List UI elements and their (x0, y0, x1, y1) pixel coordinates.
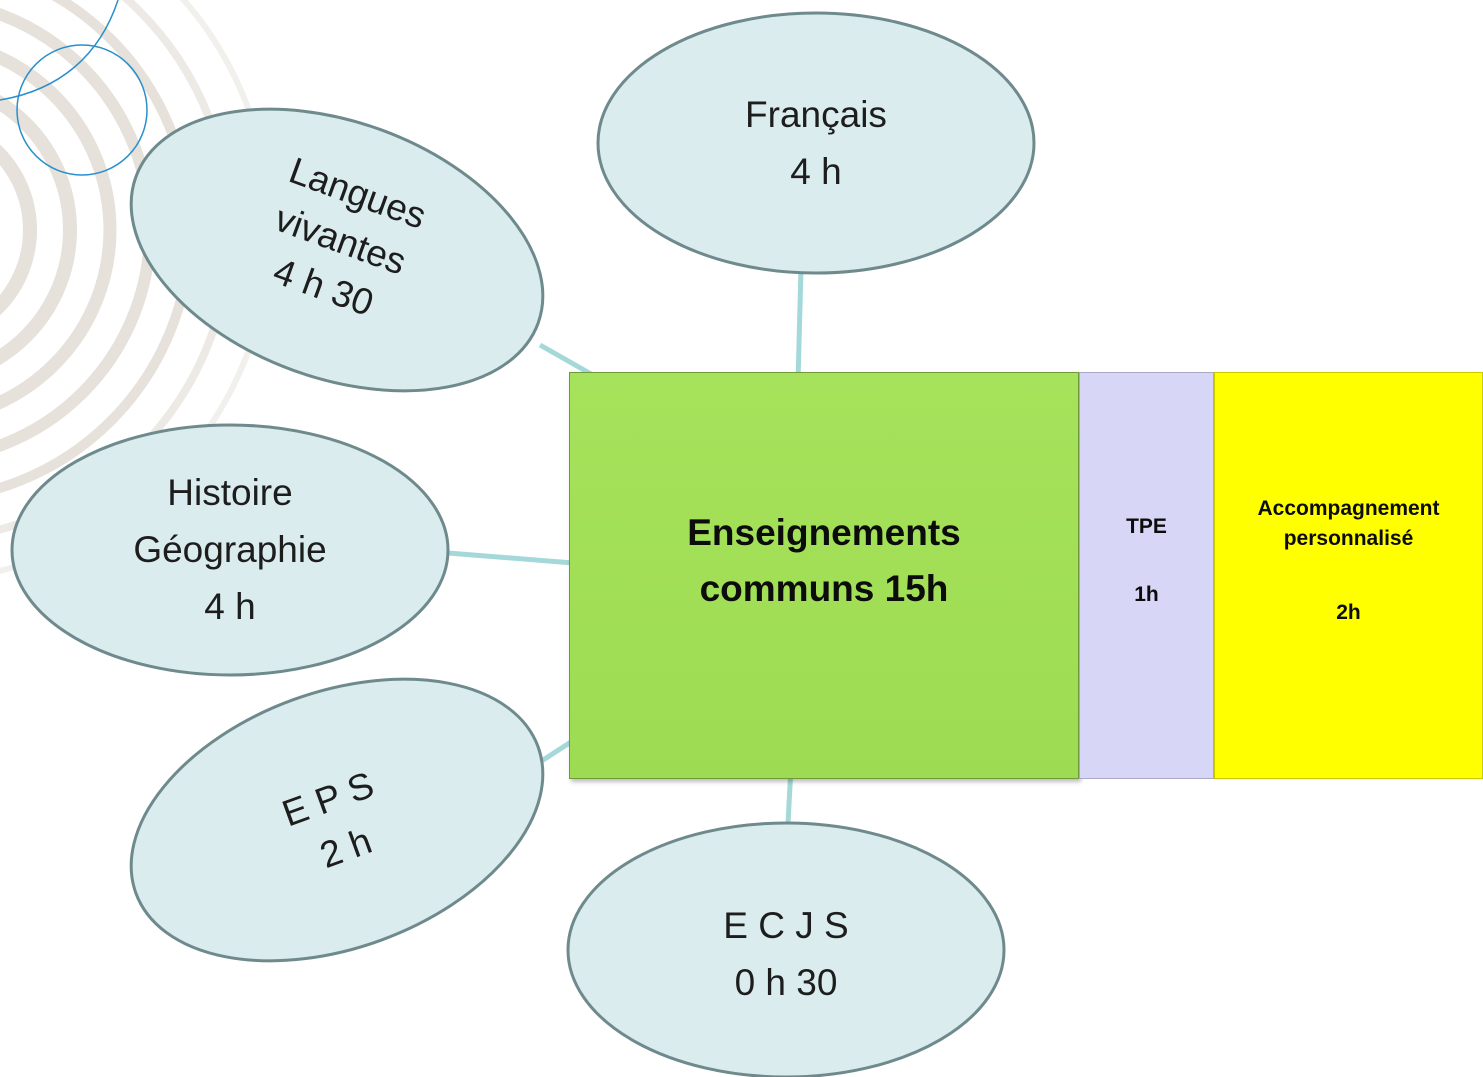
tpe-label: TPE (1126, 514, 1167, 538)
ecjs-hours: 0 h 30 (734, 962, 838, 1003)
bubble-langues (129, 107, 545, 393)
francais-name: Français (745, 94, 887, 135)
bubble-eps (129, 677, 545, 963)
accompagnement-label-line2: personnalisé (1283, 526, 1414, 550)
subject-bubbles (10, 11, 1036, 1077)
ecjs-name: E C J S (723, 905, 849, 946)
decorative-blue-circle (0, 0, 148, 176)
label-histoire: Histoire Géographie 4 h (120, 464, 340, 635)
bubble-francais (596, 11, 1036, 275)
tpe-hours: 1h (1134, 582, 1159, 606)
label-francais: Français 4 h (716, 86, 916, 200)
accompagnement-label-line1: Accompagnement (1257, 496, 1440, 520)
francais-hours: 4 h (790, 151, 842, 192)
histoire-name-line2: Géographie (133, 529, 327, 570)
common-teaching-title-line2: communs 15h (699, 567, 949, 609)
accompagnement-hours: 2h (1336, 600, 1361, 624)
histoire-name-line1: Histoire (167, 472, 293, 513)
bubble-histoire (10, 423, 450, 677)
tpe-block: TPE 1h (1079, 372, 1214, 779)
bubble-ecjs (566, 821, 1006, 1077)
accompagnement-block: Accompagnement personnalisé 2h (1214, 372, 1483, 779)
histoire-hours: 4 h (204, 586, 256, 627)
label-ecjs: E C J S 0 h 30 (686, 897, 886, 1011)
common-teaching-title-line1: Enseignements (687, 511, 961, 553)
common-teaching-block: Enseignements communs 15h (569, 372, 1079, 779)
